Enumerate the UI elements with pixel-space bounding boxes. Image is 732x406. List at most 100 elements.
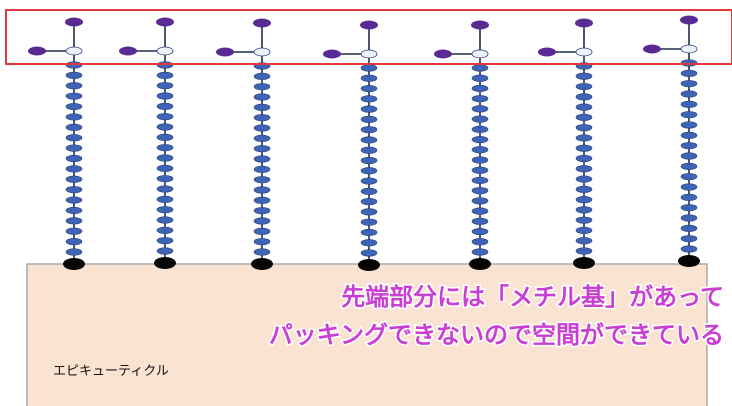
chain-link [253,72,271,80]
chain-anchor [469,258,491,270]
methyl-group-top [680,15,698,25]
methyl-group-branch [323,49,341,59]
chain-link [253,186,271,194]
chain-link [575,113,593,121]
chain-link [471,197,489,205]
chain-link [575,165,593,173]
caption-line-1: 先端部分には「メチル基」があって [340,282,726,313]
chain-link [360,218,378,226]
chain-link [680,173,698,181]
chain-link [575,154,593,163]
chain-link [680,152,698,160]
chain-link [65,217,83,225]
chain-link [575,124,593,132]
methyl-group-branch [216,47,234,57]
chain-link [65,102,83,111]
chain-link [575,134,593,142]
chain-anchor [573,257,595,269]
methyl-group-top [253,18,271,28]
chain-link [156,71,174,79]
chain-anchor [358,259,380,271]
chain-link [65,238,83,246]
chain-link [471,217,489,225]
methyl-group-branch [538,47,556,57]
chain-anchor [154,257,176,269]
chain-link [680,204,698,212]
chain-link [471,156,489,164]
chain-link [471,227,489,236]
chain-link [156,195,174,203]
chain-link [253,165,271,173]
chain-link [65,206,83,215]
chain-link [471,115,489,123]
chain-link [156,154,174,162]
chain-link [156,164,174,172]
chain-link [360,126,378,134]
chain-link [575,72,593,80]
chain-link [680,100,698,108]
chain-link [575,196,593,204]
chain-link [360,167,378,175]
branch-carbon [471,49,489,59]
chain-link [471,84,489,93]
chain-link [253,196,271,204]
chain-link [253,124,271,132]
chain-link [253,93,271,101]
chain-link [471,105,489,113]
chain-link [156,185,174,193]
chain-link [680,142,698,150]
chain-anchor [251,258,273,270]
chain-link [65,186,83,194]
chain-link [156,113,174,121]
chain-link [680,90,698,98]
chain-link [680,111,698,119]
wax-chains-group [28,15,700,271]
chain-link [680,245,698,253]
methyl-group-branch [643,44,661,54]
wax-chain [323,20,380,271]
chain-link [65,165,83,173]
chain-link [680,193,698,201]
methyl-group-top [156,17,174,27]
chain-link [360,136,378,144]
chain-link [680,69,698,77]
branch-carbon [575,47,593,57]
chain-link [253,207,271,215]
chain-link [360,208,378,216]
methyl-highlight-box [5,9,732,65]
branch-carbon [156,46,174,56]
chain-link [680,162,698,170]
chain-link [65,227,83,235]
chain-link [575,175,593,183]
chain-link [360,115,378,123]
chain-link [575,144,593,152]
methyl-group-top [65,17,83,27]
chain-link [65,71,83,79]
chain-link [360,74,378,82]
chain-link [360,95,378,103]
chain-link [65,92,83,100]
chain-link [575,82,593,91]
chain-link [680,235,698,243]
chain-link [471,187,489,195]
chain-link [65,154,83,163]
chain-link [253,114,271,122]
chain-link [680,121,698,129]
branch-carbon [253,47,271,57]
chain-link [156,226,174,234]
wax-chain [643,15,700,267]
chain-link [680,131,698,139]
chain-link [156,175,174,183]
chain-link [253,145,271,153]
chain-link [253,227,271,235]
chain-link [253,217,271,225]
chain-link [65,248,83,256]
chain-link [680,224,698,232]
methyl-group-branch [28,46,46,56]
chain-link [471,95,489,103]
chain-link [156,247,174,255]
wax-chain [28,17,85,270]
chain-link [575,103,593,111]
chain-link [471,135,489,144]
